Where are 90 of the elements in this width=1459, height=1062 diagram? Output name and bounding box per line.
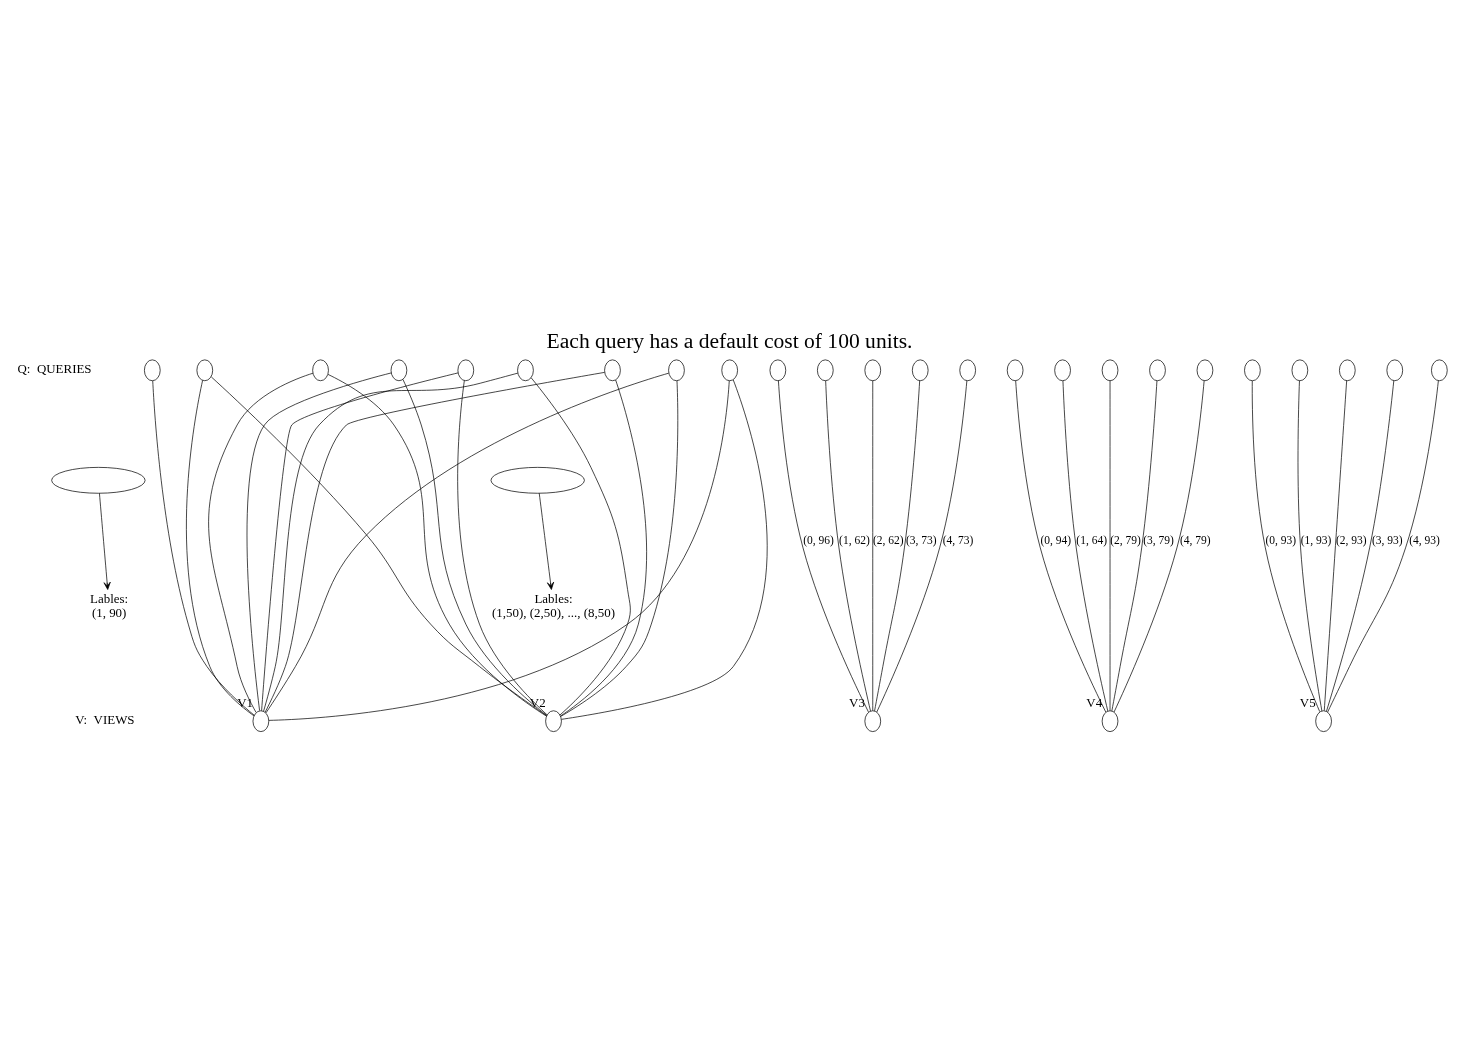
- connector: [1327, 380, 1439, 713]
- connector: [265, 372, 669, 714]
- connector: [261, 372, 459, 712]
- node-ellipse: [51, 467, 146, 494]
- connector: [1109, 380, 1111, 711]
- connector: [264, 372, 605, 713]
- connector: [1323, 380, 1347, 711]
- edge-label: (1, 62): [839, 534, 870, 547]
- node-circle: [196, 359, 214, 382]
- connector: [186, 380, 255, 717]
- edge-label: (0, 96): [803, 534, 834, 547]
- node-circle: [252, 710, 270, 732]
- edge-label: (1, 93): [1300, 534, 1332, 547]
- node-circle: [668, 359, 685, 382]
- node-circle: [1101, 710, 1119, 732]
- connector: [402, 379, 548, 716]
- edge-label: (3, 73): [905, 534, 937, 547]
- connector: [1062, 380, 1109, 712]
- node-circle: [1244, 359, 1261, 382]
- edge-label: (2, 62): [872, 534, 904, 547]
- connector: [874, 380, 920, 712]
- connector: [1326, 380, 1395, 712]
- edge-label: (3, 93): [1371, 534, 1403, 547]
- connector: [530, 377, 631, 716]
- connector: [560, 380, 679, 717]
- node-circle: [1291, 359, 1309, 382]
- connector: [210, 376, 547, 717]
- connector: [263, 372, 519, 712]
- node-circle: [604, 359, 621, 382]
- node-ellipse: [490, 467, 585, 494]
- arrow: [99, 492, 111, 590]
- connector: [1251, 380, 1321, 713]
- edge-label: (0, 94): [1040, 534, 1072, 547]
- node-circle: [312, 359, 329, 382]
- node-label: V1: [237, 694, 253, 710]
- node-circle: [911, 359, 929, 382]
- node-label: V2: [529, 694, 546, 710]
- node-circle: [1054, 359, 1071, 382]
- arrow: [538, 492, 555, 590]
- diagram-title: Each query has a default cost of 100 units.: [546, 329, 913, 354]
- edge-label: (4, 79): [1179, 534, 1211, 547]
- connector: [1111, 380, 1158, 712]
- edge-label: (2, 93): [1335, 534, 1367, 547]
- connector: [327, 374, 547, 717]
- connector: [778, 380, 869, 713]
- node-circle: [1149, 359, 1166, 382]
- connector: [561, 379, 768, 720]
- node-circle: [721, 359, 738, 382]
- connector: [1297, 380, 1323, 712]
- node-circle: [1196, 359, 1214, 382]
- node-circle: [769, 359, 787, 382]
- node-circle: [517, 359, 534, 382]
- connector: [825, 380, 871, 712]
- node-circle: [1315, 710, 1332, 732]
- node-circle: [864, 710, 882, 732]
- node-circle: [1431, 359, 1448, 382]
- label: V: VIEWS: [75, 712, 135, 728]
- connector: [457, 380, 548, 716]
- node-circle: [1339, 359, 1356, 382]
- node-label: V3: [849, 694, 865, 710]
- edge-label: (1, 64): [1076, 534, 1108, 547]
- connector: [876, 380, 968, 713]
- connector: [1113, 380, 1205, 713]
- node-text: Lables: (1,50), (2,50), ..., (8,50): [492, 590, 615, 621]
- connector: [208, 372, 314, 713]
- connector: [152, 380, 255, 716]
- node-label: V5: [1299, 694, 1316, 710]
- edge-label: (2, 79): [1110, 534, 1141, 547]
- node-label: V4: [1086, 694, 1103, 710]
- edge-label: (0, 93): [1265, 534, 1297, 547]
- connector: [872, 380, 874, 711]
- node-circle: [545, 710, 562, 732]
- node-circle: [1386, 359, 1404, 382]
- edge-label: (4, 93): [1409, 534, 1440, 547]
- connector: [268, 380, 730, 721]
- node-circle: [1006, 359, 1024, 382]
- label: Q: QUERIES: [17, 361, 92, 377]
- node-text: Lables: (1, 90): [90, 590, 129, 621]
- node-circle: [864, 359, 882, 382]
- node-circle: [959, 359, 976, 382]
- connector: [560, 379, 647, 717]
- node-circle: [1101, 359, 1119, 382]
- connector: [246, 372, 392, 711]
- node-circle: [457, 359, 475, 382]
- node-circle: [144, 359, 161, 382]
- node-circle: [817, 359, 834, 382]
- connector: [1015, 380, 1107, 713]
- node-circle: [390, 359, 408, 382]
- edge-label: (3, 79): [1143, 534, 1174, 547]
- edge-label: (4, 73): [942, 534, 974, 547]
